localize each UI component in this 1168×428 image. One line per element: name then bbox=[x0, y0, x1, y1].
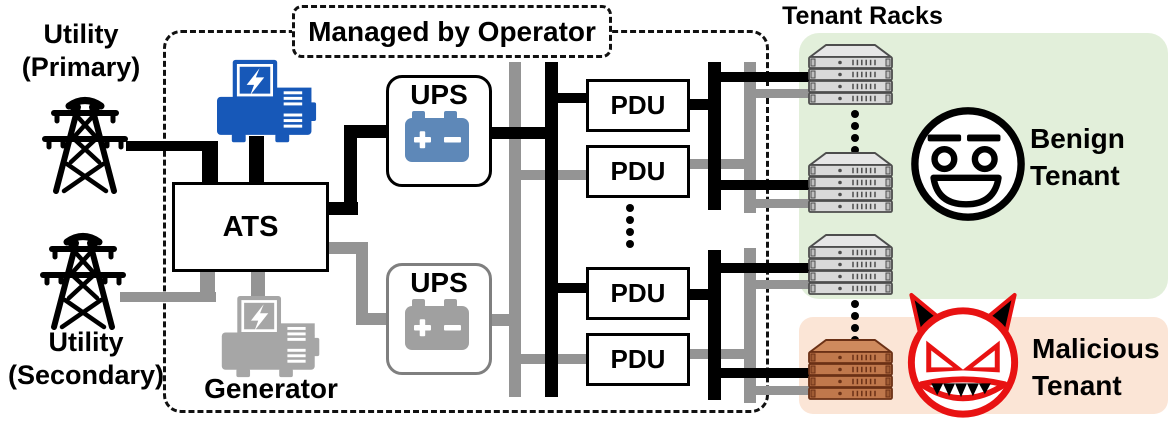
pdu-1-box: PDU bbox=[586, 79, 690, 132]
wire-rack2-feed-b bbox=[754, 199, 834, 208]
utility-primary-line1: Utility bbox=[43, 19, 119, 49]
malicious-line2: Tenant bbox=[1032, 370, 1122, 401]
utility-primary-line2: (Primary) bbox=[21, 52, 141, 82]
benign-tenant-label: Benign Tenant bbox=[1030, 120, 1168, 194]
server-rack-malicious-icon bbox=[808, 339, 893, 400]
generator-caption: Generator bbox=[204, 373, 338, 404]
wire-rack1-feed-a bbox=[719, 72, 834, 82]
wire-utility-primary-horizontal bbox=[126, 141, 218, 151]
battery-icon bbox=[405, 299, 469, 350]
wire-rack4-feed-b bbox=[754, 386, 834, 395]
wire-rack3-feed-a bbox=[719, 263, 834, 273]
wire-pdu3-input bbox=[556, 283, 588, 293]
wire-ats-to-gray-generator bbox=[251, 264, 265, 300]
generator-active-icon bbox=[217, 59, 317, 143]
wire-upsb-output bbox=[488, 314, 513, 326]
bus-a-distribution bbox=[545, 62, 558, 397]
ups-a-label: UPS bbox=[410, 79, 468, 110]
generator-standby-icon bbox=[221, 296, 320, 378]
pdu-2-box: PDU bbox=[586, 145, 690, 198]
wire-upsa-output bbox=[488, 127, 558, 139]
wire-pdu1-input bbox=[556, 93, 588, 103]
wire-ats-to-upsb-3 bbox=[356, 313, 390, 325]
ups-b-label: UPS bbox=[410, 267, 468, 298]
wire-rack1-feed-b bbox=[754, 89, 834, 98]
utility-secondary-line2: (Secondary) bbox=[7, 360, 165, 390]
wire-pdu1-output bbox=[682, 99, 712, 110]
wire-pdu3-output bbox=[682, 289, 712, 300]
battery-icon bbox=[405, 111, 469, 162]
server-rack-icon bbox=[808, 152, 893, 213]
bus-b-distribution bbox=[509, 62, 521, 397]
bus-a-rack-lower bbox=[708, 250, 721, 400]
wire-utility-secondary-riser bbox=[200, 266, 215, 302]
tenant-racks-caption: Tenant Racks bbox=[782, 2, 943, 30]
wire-ats-to-blue-generator bbox=[249, 136, 264, 186]
wire-ats-to-upsa-2 bbox=[344, 125, 357, 215]
benign-line2: Tenant bbox=[1030, 160, 1120, 191]
smiley-face-icon bbox=[911, 107, 1025, 221]
pdu-ellipsis-icon bbox=[626, 204, 634, 252]
utility-secondary-label: Utility (Secondary) bbox=[0, 326, 172, 392]
wire-utility-secondary-horizontal bbox=[120, 292, 216, 302]
wire-rack4-feed-a bbox=[719, 368, 834, 378]
bus-b-rack-upper bbox=[744, 62, 756, 213]
wire-ats-to-upsb-2 bbox=[356, 242, 368, 325]
ups-a-box: UPS bbox=[386, 75, 492, 187]
malicious-tenant-label: Malicious Tenant bbox=[1032, 330, 1168, 404]
wire-rack2-feed-a bbox=[719, 180, 834, 190]
bus-b-rack-lower bbox=[744, 248, 756, 403]
transmission-tower-primary-icon bbox=[42, 97, 128, 194]
wire-rack3-feed-b bbox=[754, 280, 834, 289]
rack-ellipsis-icon bbox=[851, 110, 859, 158]
pdu-3-box: PDU bbox=[586, 267, 690, 320]
ats-box: ATS bbox=[172, 182, 329, 272]
utility-secondary-line1: Utility bbox=[48, 327, 124, 357]
wire-utility-primary-riser bbox=[202, 141, 218, 186]
devil-face-icon bbox=[907, 292, 1019, 418]
utility-primary-label: Utility (Primary) bbox=[0, 18, 162, 84]
pdu-4-box: PDU bbox=[586, 333, 690, 386]
wire-ats-to-upsa-3 bbox=[344, 125, 390, 138]
benign-line1: Benign bbox=[1030, 123, 1125, 154]
bus-a-rack-upper bbox=[708, 62, 721, 210]
malicious-line1: Malicious bbox=[1032, 333, 1160, 364]
managed-by-operator-caption: Managed by Operator bbox=[292, 5, 612, 58]
server-rack-icon bbox=[808, 44, 893, 105]
server-rack-icon bbox=[808, 234, 893, 295]
transmission-tower-secondary-icon bbox=[40, 233, 126, 330]
ups-b-box: UPS bbox=[386, 263, 492, 375]
